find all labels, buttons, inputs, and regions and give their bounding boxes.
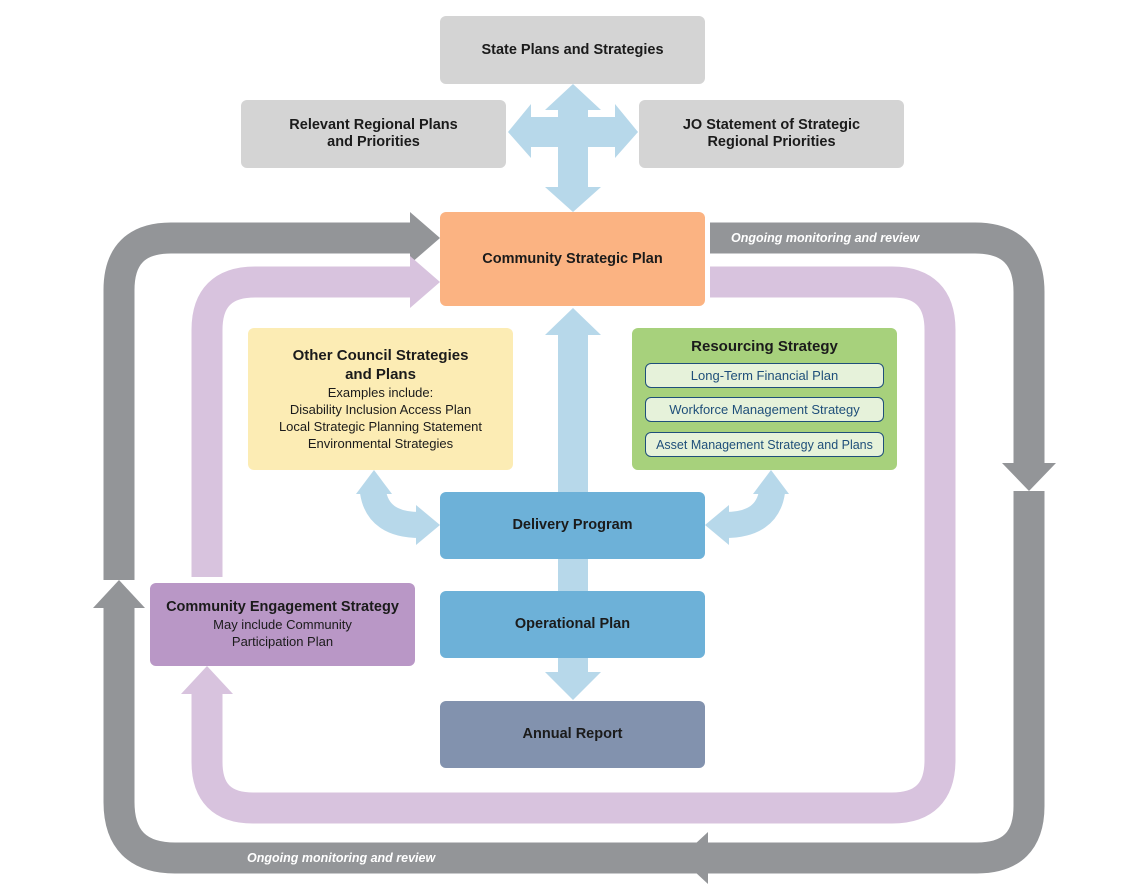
other-strategies-line-1: Examples include: xyxy=(327,385,434,400)
engagement-title: Community Engagement Strategy xyxy=(166,599,399,615)
state-plans-label: State Plans and Strategies xyxy=(481,41,664,58)
grey-arrowhead-up xyxy=(93,580,145,608)
jo-statement-box: JO Statement of Strategic Regional Prior… xyxy=(639,100,904,168)
other-strategies-line-3: Local Strategic Planning Statement xyxy=(278,419,483,434)
regional-plans-box: Relevant Regional Plans and Priorities xyxy=(241,100,506,168)
other-strategies-title-2: and Plans xyxy=(345,366,416,383)
engagement-line-1: May include Community xyxy=(213,617,352,632)
state-plans-box: State Plans and Strategies xyxy=(440,16,705,84)
community-strategic-plan-box: Community Strategic Plan xyxy=(440,212,705,306)
purple-loop-right xyxy=(191,266,956,824)
regional-plans-label-2: and Priorities xyxy=(327,134,420,150)
long-term-financial-plan-item: Long-Term Financial Plan xyxy=(645,363,884,388)
monitoring-note-bottom: Ongoing monitoring and review xyxy=(247,851,436,865)
curved-arrow-right xyxy=(705,470,789,545)
purple-arrowhead-up xyxy=(181,666,233,694)
top-cross-arrow xyxy=(508,84,638,212)
monitoring-note-top: Ongoing monitoring and review xyxy=(731,231,920,245)
delivery-program-label: Delivery Program xyxy=(512,517,633,533)
jo-statement-label-2: Regional Priorities xyxy=(707,134,836,150)
grey-loop-bottom xyxy=(706,491,1045,874)
grey-loop-top-right xyxy=(710,222,1045,465)
workforce-management-item: Workforce Management Strategy xyxy=(645,397,884,422)
resourcing-title: Resourcing Strategy xyxy=(691,338,838,355)
asset-management-item: Asset Management Strategy and Plans xyxy=(645,432,884,457)
curved-arrow-left xyxy=(356,470,440,545)
grey-loop-bottom-left xyxy=(103,605,706,874)
other-strategies-line-4: Environmental Strategies xyxy=(307,436,454,451)
grey-loop-top-left xyxy=(103,222,412,580)
operational-plan-label: Operational Plan xyxy=(514,616,631,632)
delivery-program-box: Delivery Program xyxy=(440,492,705,559)
operational-plan-box: Operational Plan xyxy=(440,591,705,658)
grey-arrowhead-down xyxy=(1002,463,1056,491)
operational-annual-arrow xyxy=(545,658,601,700)
jo-statement-label-1: JO Statement of Strategic xyxy=(682,117,861,133)
annual-report-box: Annual Report xyxy=(440,701,705,768)
purple-loop-left xyxy=(191,266,412,577)
delivery-operational-arrow xyxy=(558,558,588,592)
grey-arrowhead-to-csp xyxy=(410,212,440,264)
regional-plans-label-1: Relevant Regional Plans xyxy=(289,117,458,133)
other-strategies-line-2: Disability Inclusion Access Plan xyxy=(289,402,472,417)
other-strategies-box: Other Council Strategies and Plans Examp… xyxy=(248,328,513,470)
annual-report-label: Annual Report xyxy=(522,726,623,742)
community-engagement-box: Community Engagement Strategy May includ… xyxy=(150,583,415,666)
csp-delivery-arrow xyxy=(545,308,601,494)
purple-arrowhead-to-csp xyxy=(410,256,440,308)
csp-label: Community Strategic Plan xyxy=(482,250,663,267)
engagement-line-2: Participation Plan xyxy=(231,634,334,649)
other-strategies-title-1: Other Council Strategies xyxy=(292,347,469,364)
